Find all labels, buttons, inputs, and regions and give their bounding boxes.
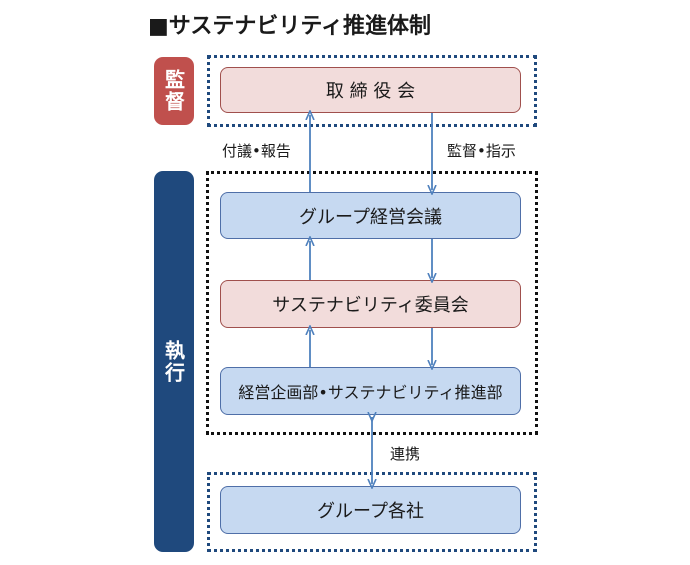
supervision-frame xyxy=(207,55,537,127)
group-companies-box: グループ各社 xyxy=(220,486,521,534)
sustainability-committee-box: サステナビリティ委員会 xyxy=(220,280,521,328)
page-title: ■サステナビリティ推進体制 xyxy=(148,14,432,39)
board-of-directors-box: 取 締 役 会 xyxy=(220,67,521,113)
execution-label: 執行 xyxy=(161,339,186,384)
execution-sidebar: 執行 xyxy=(154,171,194,552)
report-arrow-label: 付議•報告 xyxy=(222,142,291,160)
group-management-meeting-box: グループ経営会議 xyxy=(220,192,521,239)
supervise-arrow-label: 監督•指示 xyxy=(447,142,516,160)
cooperation-arrow-label: 連携 xyxy=(390,445,421,463)
supervision-sidebar: 監督 xyxy=(154,57,194,125)
supervision-label: 監督 xyxy=(161,69,186,113)
